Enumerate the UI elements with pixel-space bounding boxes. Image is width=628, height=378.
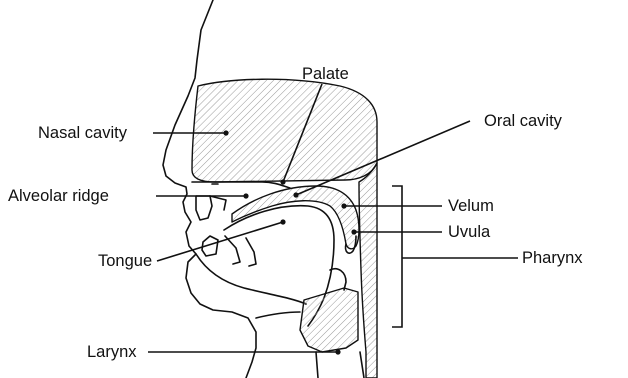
epiglottis-outline (330, 269, 346, 290)
larynx-region (300, 288, 358, 352)
alveolar-ridge-dot (243, 193, 248, 198)
tongue-dot (280, 219, 285, 224)
face-profile-outline (163, 0, 256, 378)
nasal-floor-line (192, 182, 290, 188)
sublingual-fold (225, 236, 256, 266)
nasal-cavity-dot (223, 130, 228, 135)
tongue-leader (157, 222, 283, 261)
label-nasal-cavity: Nasal cavity (38, 124, 128, 142)
label-palate: Palate (302, 65, 349, 83)
trachea-right (360, 352, 364, 378)
pharynx-wall-region (359, 163, 377, 378)
label-tongue: Tongue (98, 252, 152, 270)
hyoid-line (256, 312, 300, 318)
larynx-dot (335, 349, 340, 354)
trachea-left (316, 352, 318, 378)
label-oral-cavity: Oral cavity (484, 112, 563, 130)
label-velum: Velum (448, 197, 494, 215)
oral-cavity-dot (293, 192, 298, 197)
upper-lip-inner (210, 196, 226, 210)
label-uvula: Uvula (448, 223, 491, 241)
upper-teeth (196, 196, 212, 220)
label-pharynx: Pharynx (522, 249, 583, 267)
pharynx-bracket (392, 186, 402, 327)
jaw-floor-line (196, 254, 306, 304)
nasal-cavity-region (192, 79, 377, 182)
velum-dot (341, 203, 346, 208)
palate-dot (280, 179, 285, 184)
uvula-dot (351, 229, 356, 234)
label-alveolar-ridge: Alveolar ridge (8, 187, 109, 205)
label-larynx: Larynx (87, 343, 137, 361)
